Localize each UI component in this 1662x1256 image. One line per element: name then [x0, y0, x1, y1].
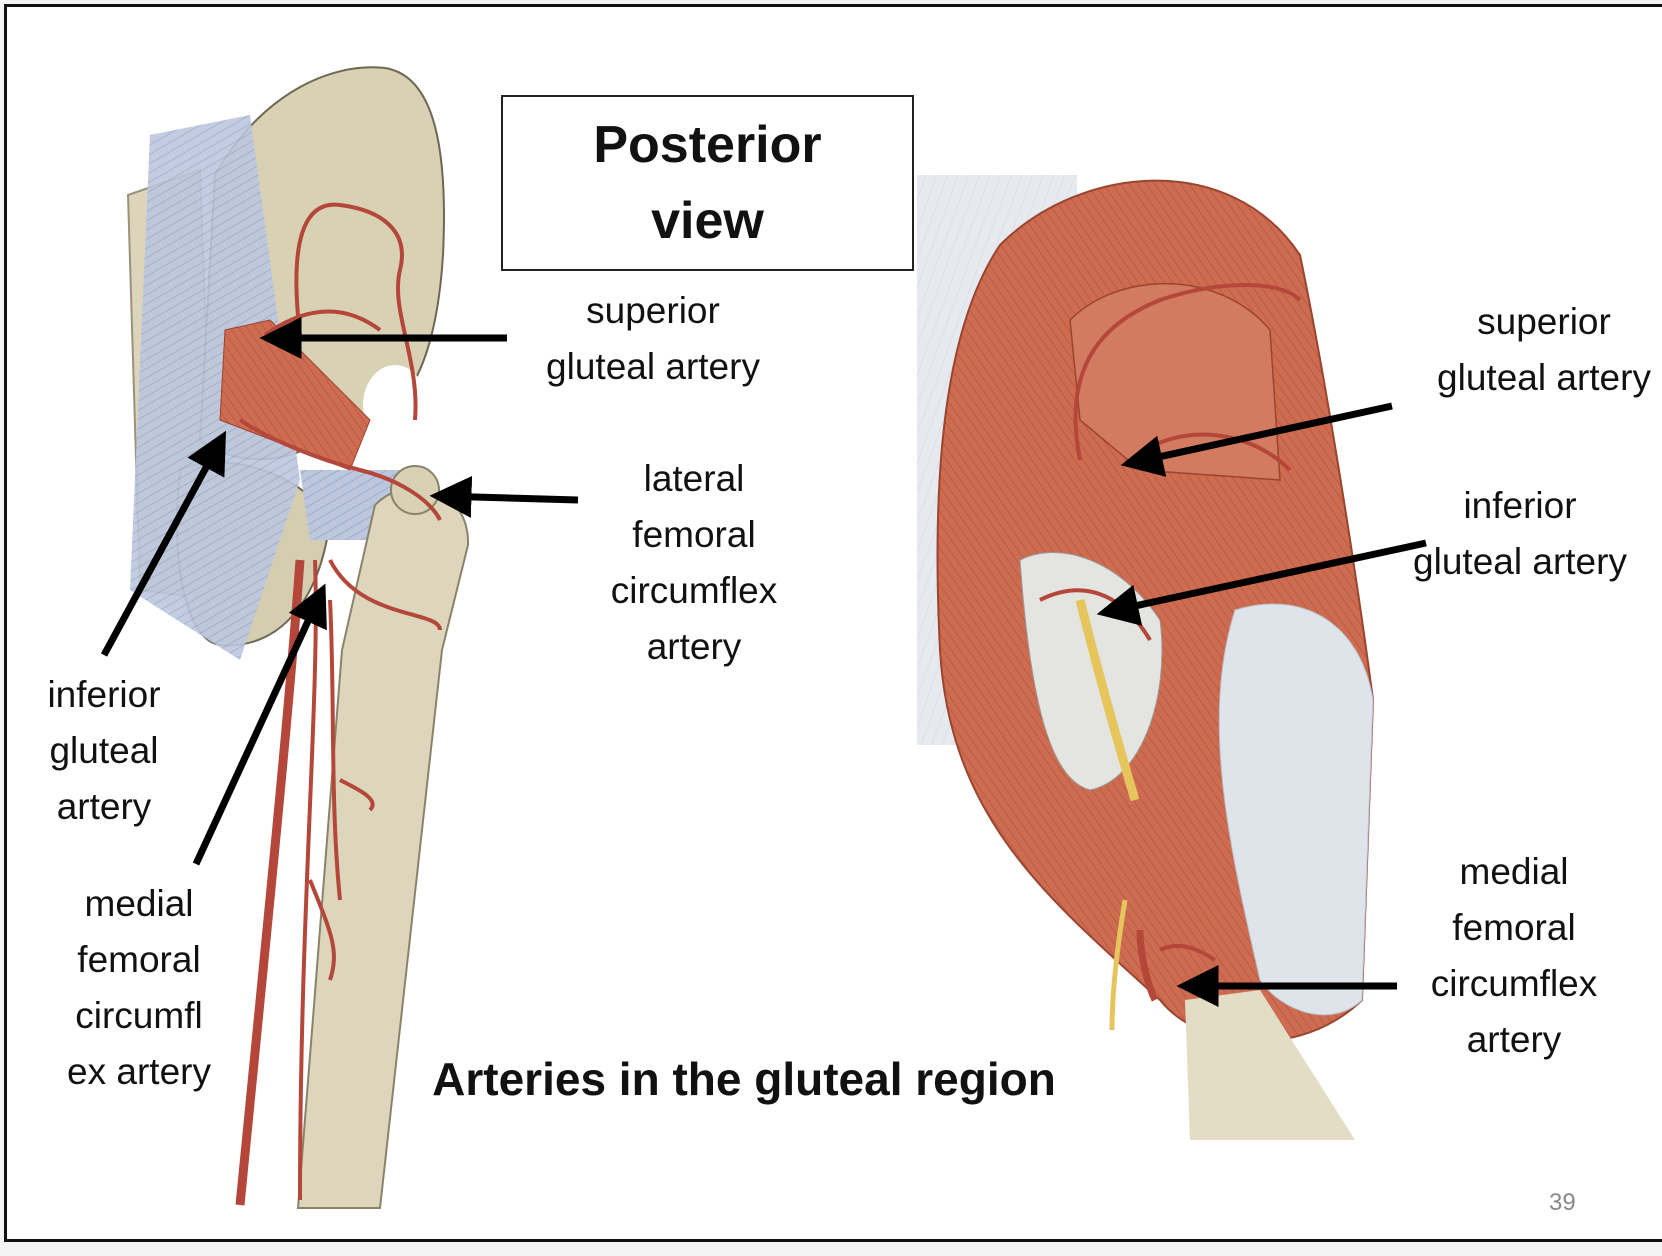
- label-line: ex artery: [67, 1051, 211, 1092]
- arrow-left-lateral-femoral-circumflex: [429, 475, 579, 518]
- sciatic-notch: [363, 365, 427, 445]
- right-figure-gluteal-region: [917, 175, 1375, 1140]
- label-line: circumflex: [1430, 963, 1598, 1004]
- label-left-lateral-femoral-circumflex-artery: lateral femoral circumflex artery: [611, 451, 778, 675]
- sciatic-nerve: [1075, 598, 1140, 1031]
- label-line: gluteal: [49, 730, 159, 771]
- label-left-medial-femoral-circumflex-artery: medial femoral circumfl ex artery: [67, 876, 211, 1100]
- label-line: circumflex: [610, 570, 778, 611]
- arrow-left-medial-femoral-circumflex: [192, 583, 327, 866]
- label-left-inferior-gluteal-artery: inferior gluteal artery: [47, 667, 160, 835]
- label-left-superior-gluteal-artery: superior gluteal artery: [546, 283, 760, 395]
- arrow-right-superior-gluteal: [1120, 402, 1393, 477]
- label-line: femoral: [77, 939, 201, 980]
- iliotibial-tract: [1218, 603, 1374, 1016]
- label-line: inferior: [1463, 485, 1577, 526]
- label-right-medial-femoral-circumflex-artery: medial femoral circumflex artery: [1431, 844, 1598, 1068]
- label-line: artery: [646, 626, 742, 667]
- title-line-1: Posterior: [593, 116, 822, 174]
- pointer-arrows: [100, 317, 1427, 1007]
- arrow-left-inferior-gluteal: [100, 430, 227, 657]
- label-line: artery: [56, 786, 152, 827]
- label-line: gluteal artery: [1437, 357, 1651, 398]
- label-line: circumfl: [75, 995, 203, 1036]
- label-line: superior: [586, 290, 720, 331]
- title-box: Posterior view: [501, 95, 914, 271]
- label-line: medial: [1459, 851, 1569, 892]
- gluteus-medius: [1069, 283, 1281, 481]
- label-line: femoral: [1452, 907, 1576, 948]
- arrow-right-inferior-gluteal: [1096, 539, 1427, 626]
- label-right-inferior-gluteal-artery: inferior gluteal artery: [1413, 478, 1627, 590]
- label-line: gluteal artery: [546, 346, 760, 387]
- label-right-superior-gluteal-artery: superior gluteal artery: [1437, 294, 1651, 406]
- slide-caption: Arteries in the gluteal region: [432, 1053, 1056, 1105]
- page-number: 39: [1549, 1189, 1576, 1216]
- label-line: inferior: [47, 674, 161, 715]
- title-line-2: view: [651, 192, 764, 250]
- label-line: femoral: [632, 514, 756, 555]
- label-line: medial: [84, 883, 194, 924]
- label-line: artery: [1466, 1019, 1562, 1060]
- label-line: gluteal artery: [1413, 541, 1627, 582]
- label-line: lateral: [643, 458, 745, 499]
- label-line: superior: [1477, 301, 1611, 342]
- femur-distal: [1185, 990, 1355, 1140]
